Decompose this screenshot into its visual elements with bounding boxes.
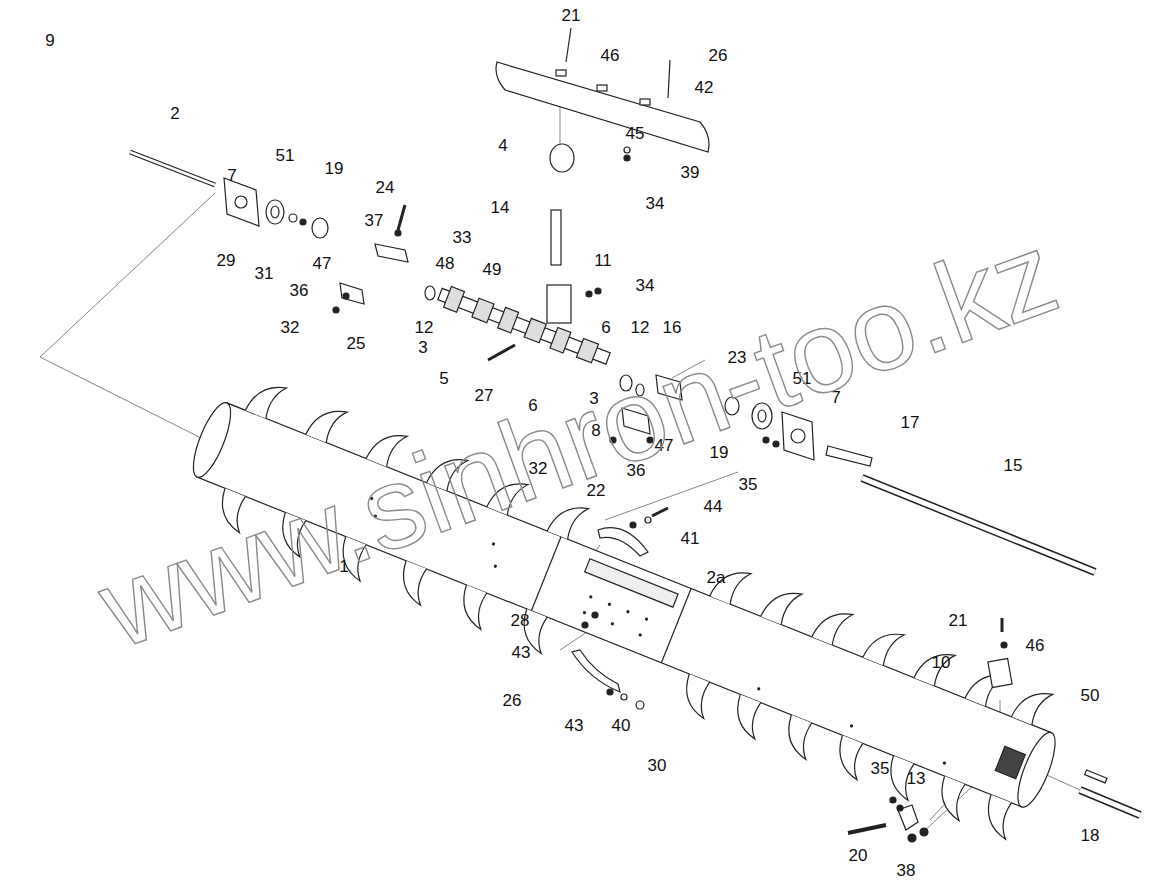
callout-number: 22 xyxy=(587,482,606,499)
callout-number: 26 xyxy=(503,692,522,709)
callout-number: 24 xyxy=(376,179,395,196)
callout-number: 27 xyxy=(475,387,494,404)
callout-number: 20 xyxy=(849,847,868,864)
callout-number: 39 xyxy=(681,164,700,181)
callout-number: 12 xyxy=(631,319,650,336)
callout-number: 28 xyxy=(511,612,530,629)
callout-number: 16 xyxy=(663,319,682,336)
callout-number: 37 xyxy=(365,212,384,229)
callout-number: 49 xyxy=(483,261,502,278)
callout-number: 2a xyxy=(707,569,726,586)
callout-number: 40 xyxy=(612,717,631,734)
callout-number: 9 xyxy=(45,32,54,49)
callout-number: 30 xyxy=(648,757,667,774)
callout-number: 46 xyxy=(601,47,620,64)
callout-number: 44 xyxy=(704,498,723,515)
callout-number: 4 xyxy=(498,137,507,154)
callout-number: 43 xyxy=(512,644,531,661)
callout-number: 51 xyxy=(793,370,812,387)
callout-number: 45 xyxy=(626,125,645,142)
callout-number: 2 xyxy=(170,105,179,122)
callout-number: 41 xyxy=(681,530,700,547)
watermark: www.sinhron-too.kz xyxy=(86,214,1071,667)
callout-number: 18 xyxy=(1081,827,1100,844)
callout-number: 8 xyxy=(591,422,600,439)
callout-number: 31 xyxy=(255,265,274,282)
callout-number: 51 xyxy=(276,147,295,164)
callout-number: 48 xyxy=(436,255,455,272)
callout-number: 35 xyxy=(739,476,758,493)
callout-number: 43 xyxy=(565,717,584,734)
callout-number: 11 xyxy=(594,252,612,269)
callout-number: 42 xyxy=(695,79,714,96)
callout-number: 32 xyxy=(281,319,300,336)
callout-number: 3 xyxy=(418,339,427,356)
callout-number: 19 xyxy=(710,444,729,461)
callout-number: 47 xyxy=(313,255,332,272)
callout-number: 38 xyxy=(897,862,916,879)
callout-number: 21 xyxy=(949,612,968,629)
callout-number: 6 xyxy=(601,319,610,336)
callout-number: 21 xyxy=(562,7,581,24)
callout-number: 10 xyxy=(932,654,951,671)
callout-number: 32 xyxy=(529,460,548,477)
callout-number: 3 xyxy=(589,390,598,407)
callout-number: 26 xyxy=(709,47,728,64)
callout-number: 47 xyxy=(655,437,674,454)
callout-number: 34 xyxy=(636,277,655,294)
callout-number: 15 xyxy=(1004,457,1023,474)
callout-number: 36 xyxy=(627,462,646,479)
callout-number: 19 xyxy=(325,160,344,177)
callout-number: 13 xyxy=(907,770,926,787)
callout-number: 29 xyxy=(217,252,236,269)
callout-number: 14 xyxy=(491,199,510,216)
callout-number: 6 xyxy=(528,397,537,414)
callout-number: 34 xyxy=(646,195,665,212)
callout-number: 36 xyxy=(290,282,309,299)
callout-number: 35 xyxy=(871,760,890,777)
callout-number: 5 xyxy=(439,370,448,387)
callout-number: 46 xyxy=(1026,637,1045,654)
callout-number: 17 xyxy=(901,414,920,431)
callout-number: 25 xyxy=(347,335,366,352)
callout-number: 33 xyxy=(453,229,472,246)
callout-number: 7 xyxy=(227,167,236,184)
callout-number: 12 xyxy=(415,319,434,336)
callout-number: 50 xyxy=(1081,687,1100,704)
callout-number: 1 xyxy=(339,558,348,575)
callout-number: 23 xyxy=(728,349,747,366)
callout-number: 7 xyxy=(831,389,840,406)
